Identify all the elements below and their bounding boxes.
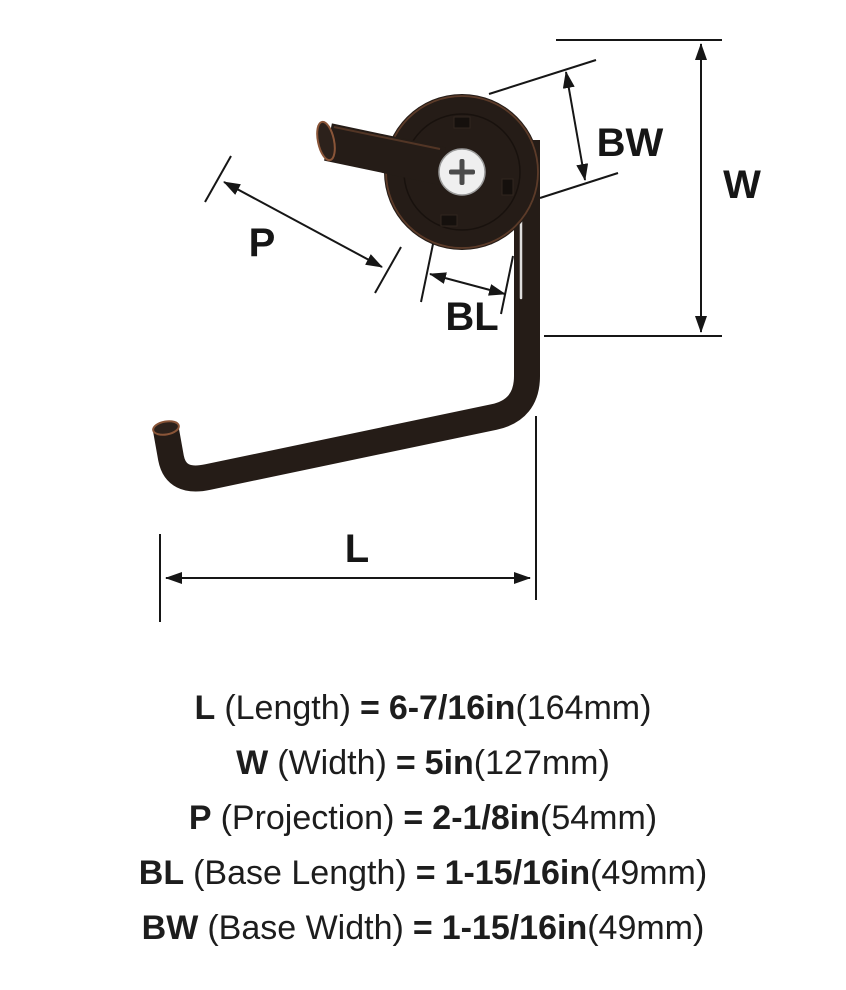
dim-bl-label: BL xyxy=(445,295,498,339)
mount-arm xyxy=(324,123,446,185)
spec-metric: (49mm) xyxy=(590,854,708,892)
spec-equals: = xyxy=(415,854,436,892)
spec-metric: (54mm) xyxy=(540,799,658,837)
dim-l-label: L xyxy=(345,527,369,571)
spec-label: (Base Length) xyxy=(193,854,407,892)
dim-p-arrow xyxy=(223,181,383,268)
base-tab xyxy=(453,116,471,129)
spec-label: (Width) xyxy=(277,744,387,782)
spec-equals: = xyxy=(412,909,433,947)
dim-p-ext-start xyxy=(204,155,232,203)
spec-row-length: L (Length) = 6-7/16in (164mm) xyxy=(0,681,846,736)
holder-bar xyxy=(153,140,540,492)
product-diagram: P BL BW W L xyxy=(152,39,761,622)
spec-label: (Base Width) xyxy=(207,909,404,947)
spec-value: 1-15/16in xyxy=(444,854,591,892)
spec-equals: = xyxy=(403,799,424,837)
spec-key: P xyxy=(188,799,212,837)
spec-metric: (164mm) xyxy=(515,689,652,727)
dim-bw-ext-top xyxy=(488,59,597,95)
screw-cross xyxy=(449,159,475,185)
dim-p-label: P xyxy=(249,221,276,265)
spec-key: BL xyxy=(138,854,185,892)
holder-bar-endcap xyxy=(152,420,180,436)
base-tab xyxy=(440,214,458,227)
spec-label: (Length) xyxy=(224,689,351,727)
arm-endcap xyxy=(316,120,336,162)
dim-bl-arrow xyxy=(429,272,506,296)
spec-equals: = xyxy=(395,744,416,782)
spec-key: L xyxy=(194,689,216,727)
arm-highlight xyxy=(333,126,441,150)
spec-equals: = xyxy=(359,689,380,727)
spec-value: 5in xyxy=(424,744,474,782)
spec-label: (Projection) xyxy=(220,799,395,837)
dim-bl-ext-end xyxy=(500,255,514,315)
dimension-specs: L (Length) = 6-7/16in (164mm) W (Width) … xyxy=(0,655,846,956)
dim-bw-ext-bottom xyxy=(539,172,619,199)
spec-row-width: W (Width) = 5in (127mm) xyxy=(0,736,846,791)
spec-key: BW xyxy=(141,909,199,947)
spec-metric: (49mm) xyxy=(587,909,705,947)
spec-value: 2-1/8in xyxy=(432,799,540,837)
dim-bw-arrow xyxy=(562,71,589,181)
spec-value: 1-15/16in xyxy=(441,909,588,947)
dim-bw-label: BW xyxy=(597,121,664,165)
dim-p-ext-end xyxy=(374,246,402,294)
spec-row-projection: P (Projection) = 2-1/8in (54mm) xyxy=(0,791,846,846)
dim-bl-ext-start xyxy=(420,243,434,303)
base-tab xyxy=(501,178,514,196)
spec-metric: (127mm) xyxy=(473,744,610,782)
spec-value: 6-7/16in xyxy=(388,689,516,727)
spec-row-base-width: BW (Base Width) = 1-15/16in (49mm) xyxy=(0,901,846,956)
dim-w-label: W xyxy=(723,163,761,207)
spec-key: W xyxy=(236,744,269,782)
spec-row-base-length: BL (Base Length) = 1-15/16in (49mm) xyxy=(0,846,846,901)
